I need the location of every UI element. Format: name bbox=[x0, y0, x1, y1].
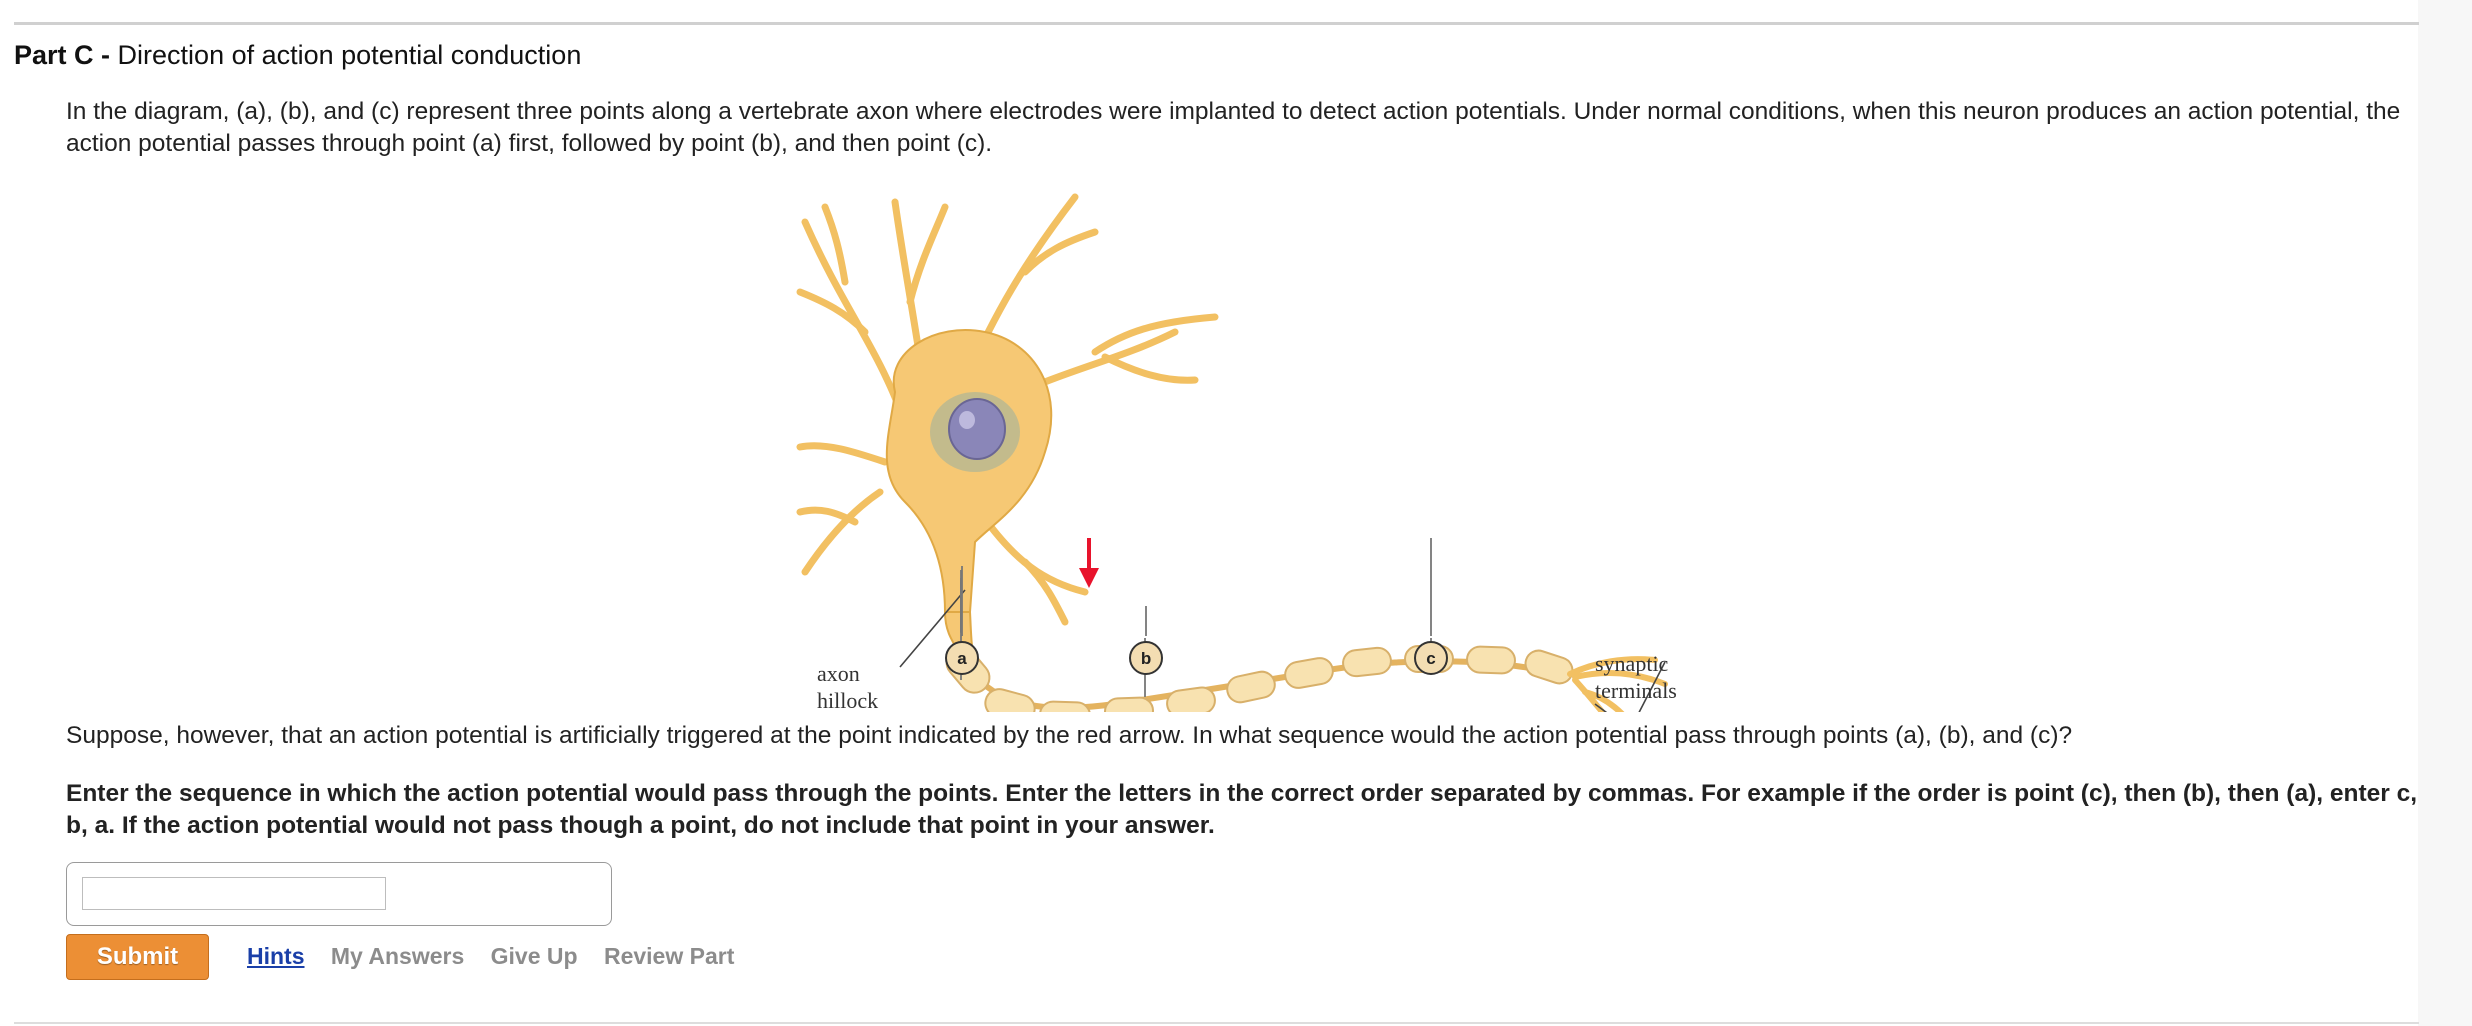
synaptic-label-text-2: terminals bbox=[1595, 678, 1677, 703]
red-arrow-icon bbox=[1079, 538, 1099, 588]
point-a-circle: a bbox=[945, 566, 979, 675]
point-b-label: b bbox=[1141, 649, 1151, 668]
point-b-circle: b bbox=[1129, 606, 1163, 675]
nucleolus bbox=[959, 411, 975, 429]
my-answers-link[interactable]: My Answers bbox=[330, 943, 465, 969]
point-c-label: c bbox=[1426, 649, 1435, 668]
question-paragraph: Suppose, however, that an action potenti… bbox=[66, 722, 2073, 749]
axon-hillock-leader bbox=[899, 589, 966, 668]
top-divider bbox=[14, 22, 2419, 25]
nucleus bbox=[948, 398, 1006, 460]
review-part-link[interactable]: Review Part bbox=[603, 943, 735, 969]
part-title: Direction of action potential conduction bbox=[117, 40, 582, 70]
intro-paragraph: In the diagram, (a), (b), and (c) repres… bbox=[66, 98, 2401, 157]
axon-hillock-label-line1: axon bbox=[817, 661, 860, 686]
synaptic-terminals-label: synaptic terminals bbox=[1595, 650, 1677, 704]
part-heading: Part C - Direction of action potential c… bbox=[14, 40, 581, 71]
submit-button[interactable]: Submit bbox=[66, 934, 209, 980]
give-up-link[interactable]: Give Up bbox=[490, 943, 578, 969]
neuron-diagram: axon hillock a b c bbox=[795, 192, 1695, 712]
bottom-divider bbox=[14, 1022, 2419, 1024]
page-right-margin bbox=[2418, 0, 2472, 1026]
action-links: Hints My Answers Give Up Review Part bbox=[247, 943, 754, 970]
synaptic-label-text-1: synaptic bbox=[1595, 651, 1669, 676]
synaptic-leader-2 bbox=[1594, 703, 1608, 712]
axon-hillock-label-line2: hillock bbox=[817, 688, 878, 712]
instruction-paragraph: Enter the sequence in which the action p… bbox=[66, 780, 2418, 839]
hints-link[interactable]: Hints bbox=[247, 943, 305, 969]
part-label: Part C - bbox=[14, 40, 111, 70]
answer-input[interactable] bbox=[82, 877, 386, 910]
point-a-label: a bbox=[957, 649, 967, 668]
neuron-diagram-svg: axon hillock a b c bbox=[796, 193, 1668, 712]
synaptic-leader-1 bbox=[1638, 661, 1666, 712]
point-c-circle: c bbox=[1414, 538, 1448, 675]
myelin-sheath bbox=[945, 645, 1574, 712]
